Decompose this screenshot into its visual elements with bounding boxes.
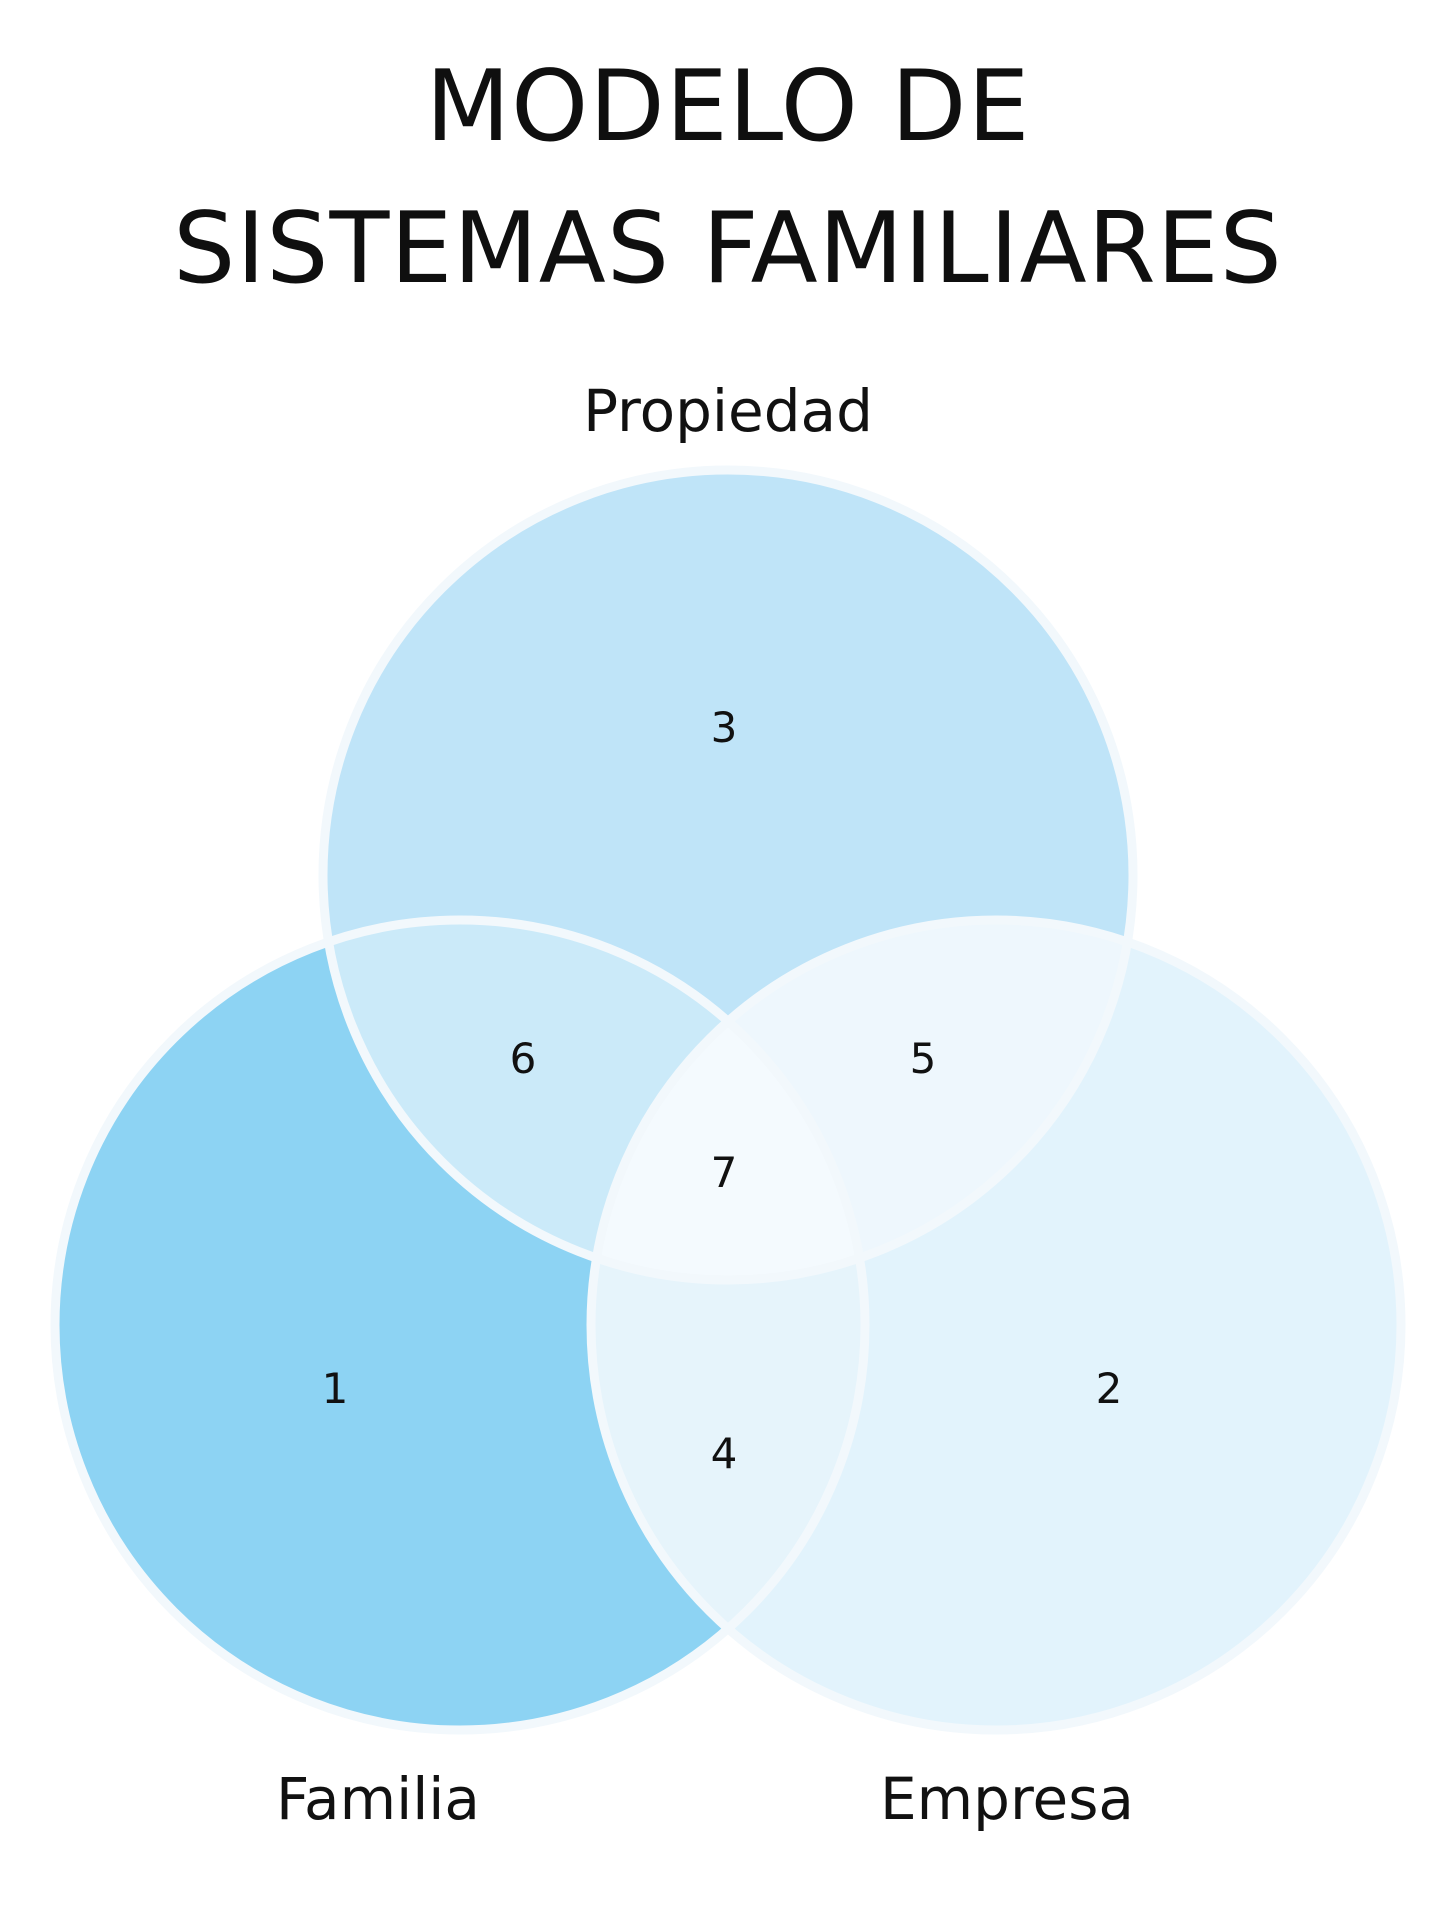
region-2-label: 2 [1096, 1364, 1123, 1413]
business-caption: Empresa [880, 1765, 1134, 1833]
family-caption: Familia [276, 1765, 480, 1833]
business-outline [586, 915, 1406, 1735]
title-line-2: SISTEMAS FAMILIARES [173, 192, 1283, 306]
ownership-outline [318, 465, 1138, 1285]
region-7-label: 7 [711, 1148, 738, 1197]
region-4-label: 4 [711, 1429, 738, 1478]
family-outline [50, 915, 870, 1735]
title-line-1: MODELO DE [425, 50, 1031, 164]
region-3-label: 3 [711, 703, 738, 752]
region-1-label: 1 [322, 1364, 349, 1413]
region-6-label: 6 [510, 1034, 537, 1083]
ownership-business-overlap [591, 920, 1133, 1280]
ownership-caption: Propiedad [583, 377, 873, 445]
region-5-label: 5 [910, 1034, 937, 1083]
